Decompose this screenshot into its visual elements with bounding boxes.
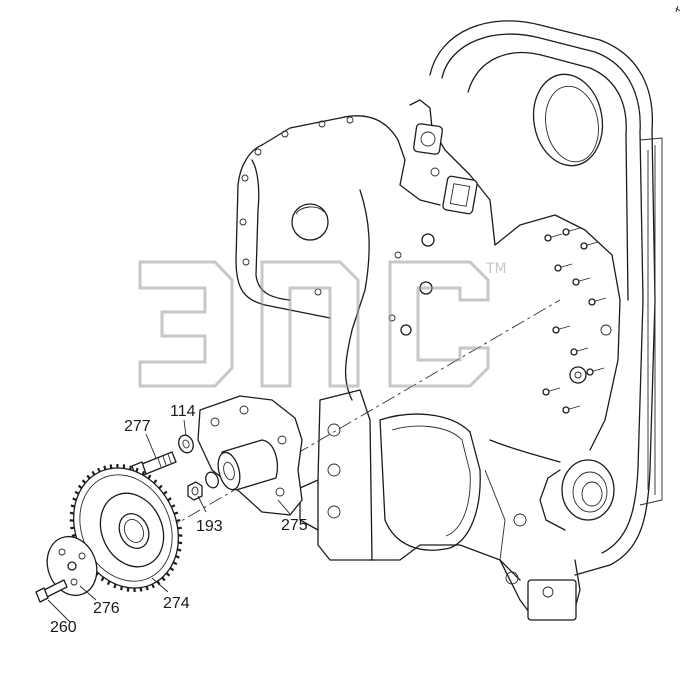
gear-tooth (154, 480, 157, 483)
label-277: 277 (124, 418, 151, 435)
part-275-flange-shaft (198, 396, 302, 515)
gear-tooth (162, 578, 165, 581)
gear-tooth (111, 465, 112, 469)
label-114: 114 (170, 403, 196, 420)
gear-tooth (168, 498, 171, 500)
stud-group (543, 228, 606, 413)
watermark-trademark: TM (485, 261, 507, 277)
gear-tooth (72, 535, 76, 536)
gear-tooth (164, 492, 167, 495)
gear-tooth (173, 562, 177, 564)
watermark-letter-p (262, 262, 358, 386)
watermark-logo: TM (140, 261, 507, 386)
watermark-letter-c (390, 262, 488, 386)
label-275: 275 (281, 517, 308, 534)
gear-tooth (75, 492, 79, 494)
gear-tooth (130, 466, 131, 470)
label-276: 276 (93, 600, 120, 617)
gear-tooth (87, 475, 90, 478)
gear-tooth (114, 584, 115, 588)
gear-tooth (71, 505, 75, 506)
gear-tooth (102, 577, 104, 581)
gear-tooth (70, 513, 74, 514)
gear-tooth (167, 573, 170, 576)
gear-tooth (159, 486, 162, 489)
gear-tooth (177, 549, 181, 550)
part-193-nut (188, 470, 220, 500)
gear-tooth (143, 471, 145, 475)
gear-tooth (92, 471, 94, 474)
gear-tooth (176, 556, 180, 558)
gear-tooth (104, 466, 105, 470)
part-114-washer (176, 433, 195, 455)
gear-tooth (147, 586, 148, 590)
gear-tooth (136, 468, 137, 472)
watermark-letter-e (140, 262, 232, 386)
gear-tooth (178, 543, 182, 544)
gear-tooth (141, 588, 142, 592)
gear-tooth (176, 520, 180, 521)
gear-tooth (171, 505, 175, 507)
gear-tooth (152, 584, 154, 588)
label-193: 193 (196, 518, 223, 535)
gear-tooth (170, 568, 173, 571)
corner-mark (676, 6, 680, 12)
gear-tooth (108, 581, 110, 585)
label-274: 274 (163, 595, 190, 612)
gear-tooth (148, 475, 150, 479)
gear-tooth (79, 486, 82, 489)
gear-tooth (73, 498, 77, 500)
gear-tooth (121, 586, 122, 590)
gear-tooth (174, 513, 178, 514)
gear-tooth (83, 480, 86, 483)
label-260: 260 (50, 619, 77, 636)
gear-tooth (98, 468, 100, 472)
